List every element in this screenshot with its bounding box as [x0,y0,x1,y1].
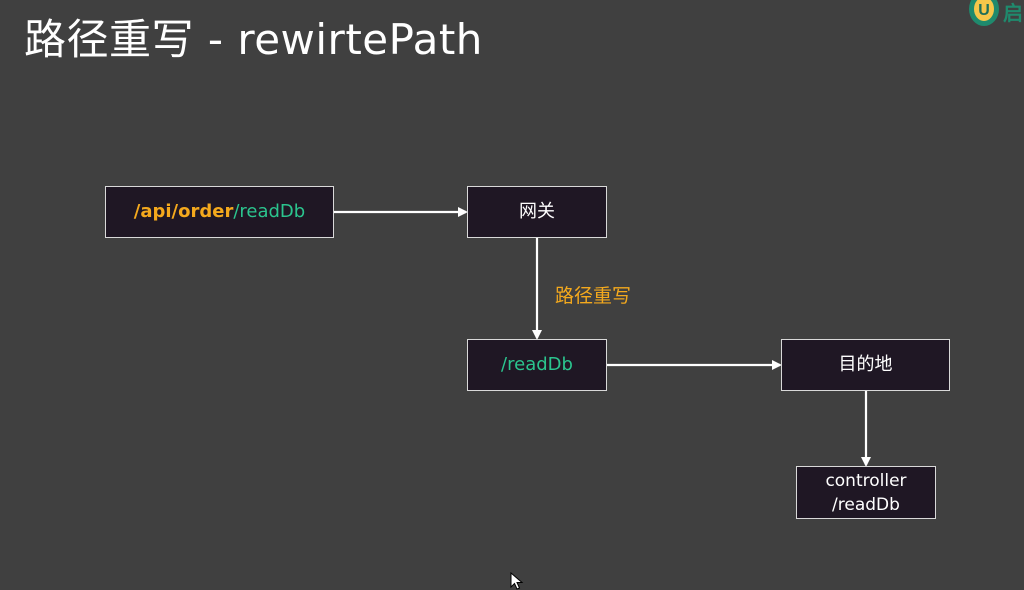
rewritten-path-node: /readDb [467,339,607,391]
controller-node: controller /readDb [796,466,936,519]
controller-label-line2: /readDb [832,494,900,515]
gateway-node: 网关 [467,186,607,238]
brand-logo: U 启 [966,0,1024,30]
destination-label: 目的地 [838,354,893,375]
gateway-label: 网关 [519,201,555,222]
request-prefix: /api/order [133,201,234,222]
logo-inner-icon [974,0,994,21]
request-path: /readDb [233,201,306,222]
mouse-cursor-icon [510,572,524,590]
page-title: 路径重写 - rewirtePath [24,15,483,64]
logo-letter: U [978,2,990,19]
rewritten-path-label: /readDb [501,354,573,375]
logo-text: 启 [1003,1,1023,25]
rewrite-label: 路径重写 [555,285,632,307]
destination-node: 目的地 [781,339,950,391]
request-path-node: /api/order/readDb [105,186,334,238]
controller-label-line1: controller [825,470,907,491]
